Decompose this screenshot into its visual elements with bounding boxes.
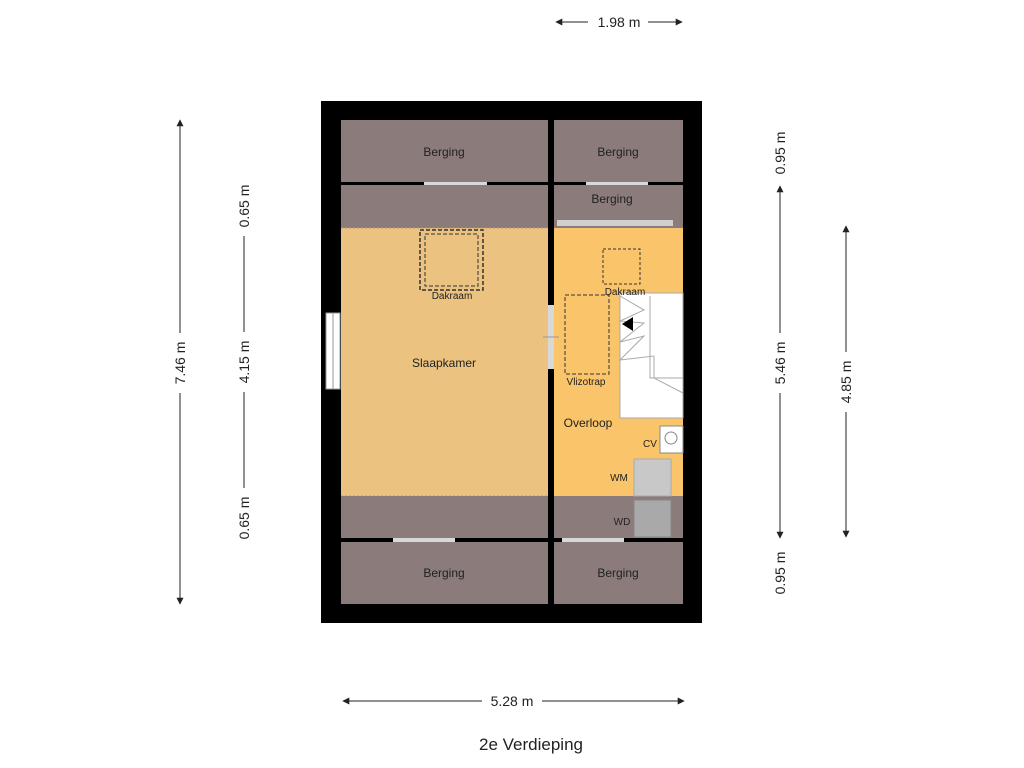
- berging-bottom-right[interactable]: [554, 542, 683, 604]
- door-top-left: [424, 182, 487, 185]
- dimension-right-top: 0.95 m: [772, 132, 788, 175]
- dimension-label-bg-left-top: [235, 176, 253, 236]
- stair-direction-arrow: [622, 317, 633, 331]
- label-berging-bottom-right: Berging: [597, 566, 638, 580]
- dimension-label-bg-left-total: [171, 333, 189, 393]
- label-berging-top-right: Berging: [597, 145, 638, 159]
- dimension-far-right: 4.85 m: [838, 361, 854, 404]
- staircase: [619, 292, 684, 419]
- door-bottom-right: [562, 538, 624, 542]
- dimension-label-bg-far-right: [837, 352, 855, 412]
- opening-berging-overloop: [557, 220, 673, 226]
- cv-icon: [664, 431, 678, 445]
- cv-unit: [659, 425, 684, 454]
- dimension-label-bg-left-bottom: [235, 488, 253, 548]
- dimension-right-middle: 5.46 m: [772, 342, 788, 385]
- berging-top-left[interactable]: [341, 120, 548, 182]
- label-vlizotrap: Vlizotrap: [567, 377, 606, 388]
- dimension-left-bottom: 0.65 m: [236, 497, 252, 540]
- door-top-right: [586, 182, 648, 185]
- berging-mid-right[interactable]: [554, 185, 683, 219]
- dakraam-right: [602, 248, 641, 285]
- dimension-bottom-width: 5.28 m: [491, 693, 534, 709]
- label-berging-top-left: Berging: [423, 145, 464, 159]
- vlizotrap: [564, 294, 610, 375]
- storage-strip-bottom-left: [341, 496, 548, 538]
- dimension-left-top: 0.65 m: [236, 185, 252, 228]
- dryer: [633, 499, 672, 538]
- label-wm: WM: [610, 473, 628, 484]
- floor-title: 2e Verdieping: [479, 735, 583, 754]
- dakraam-left-inner: [424, 233, 479, 287]
- label-dakraam-right: Dakraam: [605, 287, 646, 298]
- dimension-label-bg-left-middle: [235, 332, 253, 392]
- label-slaapkamer: Slaapkamer: [412, 356, 476, 370]
- berging-bottom-left[interactable]: [341, 542, 548, 604]
- label-overloop: Overloop: [564, 416, 613, 430]
- storage-strip-top-left: [341, 185, 548, 228]
- dimension-label-bg-right-middle: [771, 333, 789, 393]
- dimension-top-width: 1.98 m: [598, 14, 641, 30]
- label-dakraam-left: Dakraam: [432, 291, 473, 302]
- washing-machine: [633, 458, 672, 497]
- door-bottom-left: [393, 538, 455, 542]
- dakraam-left: [419, 229, 484, 291]
- dimension-label-bg-bottom: [482, 692, 542, 710]
- dimension-label-bg-top: [588, 13, 648, 31]
- staircase-steps: [618, 295, 684, 394]
- dimension-left-total: 7.46 m: [172, 342, 188, 385]
- dimension-right-bottom: 0.95 m: [772, 552, 788, 595]
- berging-top-right[interactable]: [554, 120, 683, 182]
- slaapkamer[interactable]: [341, 228, 548, 496]
- label-wd: WD: [614, 517, 631, 528]
- label-berging-mid-right: Berging: [591, 192, 632, 206]
- dimension-left-middle: 4.15 m: [236, 341, 252, 384]
- label-berging-bottom-left: Berging: [423, 566, 464, 580]
- staircase-rail: [649, 296, 683, 379]
- label-cv: CV: [643, 439, 657, 450]
